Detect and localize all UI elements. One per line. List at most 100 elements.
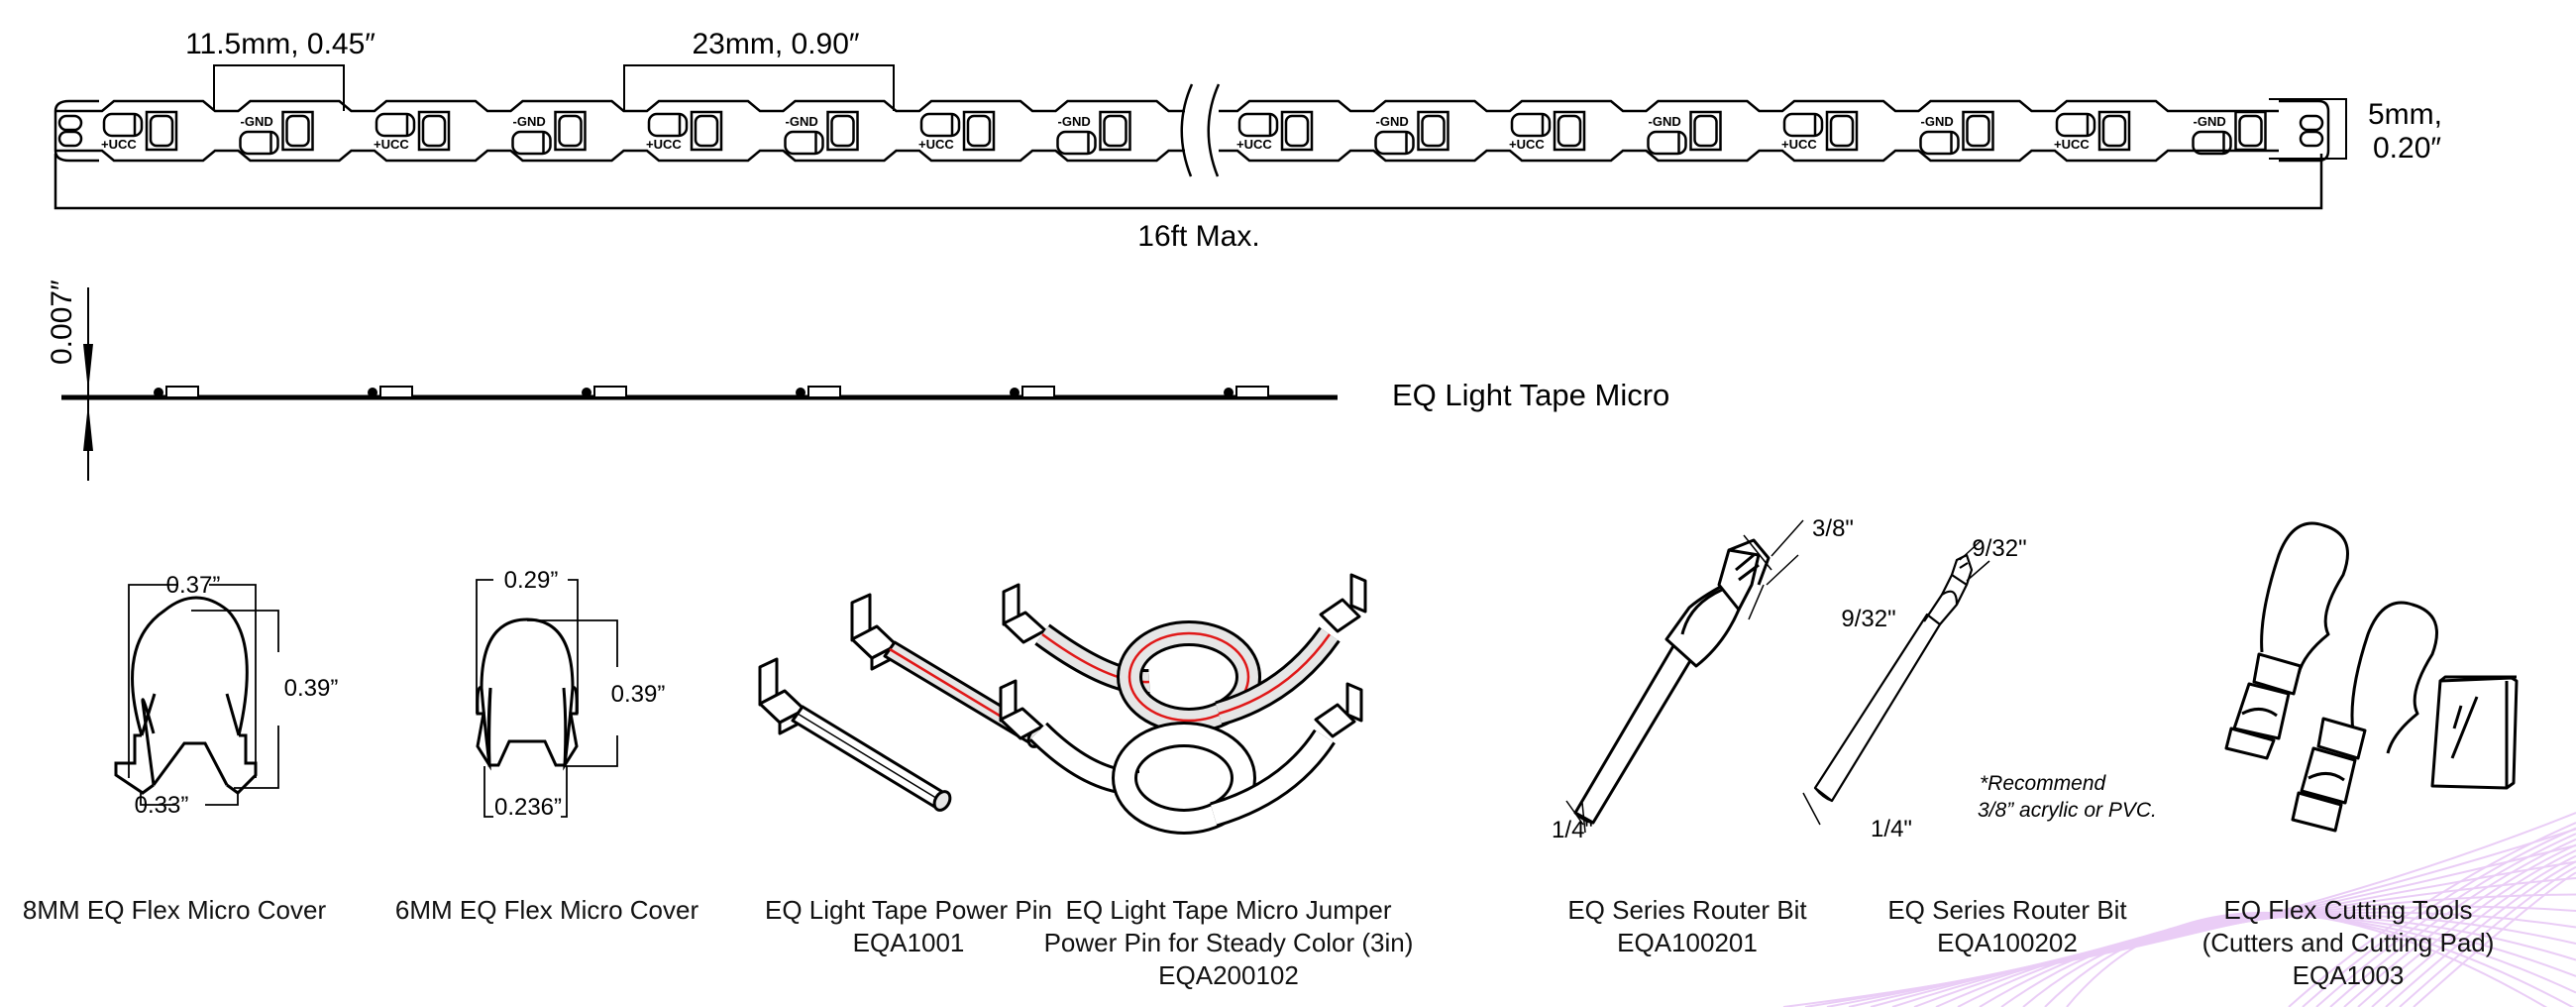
side-chip-led [1235, 386, 1269, 398]
width-label-line1: 5mm, [2368, 98, 2442, 131]
caption-power-pin: EQ Light Tape Power Pin EQA1001 [765, 894, 1052, 959]
led-chip-positive: +UCC [101, 110, 178, 152]
width-label-line2: 0.20″ [2373, 132, 2441, 165]
led-chip-ground: -GND [784, 110, 859, 156]
led-chip-positive: +UCC [2054, 110, 2131, 152]
led-chip-ground: -GND [1056, 110, 1131, 156]
capacitor [1056, 130, 1097, 156]
side-chip [1010, 386, 1055, 398]
led-package [826, 110, 859, 152]
swoosh-line [2022, 914, 2576, 1007]
width-dimension [2269, 98, 2347, 160]
max-length-label: 16ft Max. [1137, 220, 1259, 253]
cover-6mm-bottom-width: 0.236” [494, 794, 562, 821]
strip-break-mark [1180, 83, 1221, 177]
led-package [1280, 110, 1314, 152]
led-lens [1103, 114, 1127, 148]
led-chip-positive: +UCC [374, 110, 451, 152]
swoosh-line [2413, 871, 2576, 1007]
positive-pad-label: +UCC [1781, 137, 1817, 152]
caption-jumper: EQ Light Tape Micro Jumper Power Pin for… [1044, 894, 1414, 992]
thickness-label: 0.007″ [46, 280, 78, 365]
capacitor [1510, 112, 1552, 138]
ground-pad-label: -GND [1058, 114, 1091, 129]
led-chip-ground: -GND [239, 110, 314, 156]
router-bit-1-head-width: 3/8" [1812, 515, 1854, 542]
side-chip-led [165, 386, 199, 398]
swoosh-line [2044, 913, 2575, 1007]
led-package [2234, 110, 2267, 152]
capacitor [239, 130, 279, 156]
strip-edge [55, 99, 1185, 113]
led-chip-ground: -GND [1374, 110, 1449, 156]
side-chip-capacitor [582, 388, 591, 397]
router-bit-1-drawing [1573, 538, 1771, 825]
cutting-tools-drawing [2224, 521, 2519, 833]
led-lens [421, 114, 447, 148]
cover-8mm-top-width: 0.37” [166, 572, 221, 599]
swoosh-line [1979, 915, 2576, 1007]
side-chip-led [807, 386, 841, 398]
strip-end-right [2279, 99, 2330, 163]
strip-end-pad-left [57, 114, 83, 148]
led-package [962, 110, 996, 152]
led-package [554, 110, 587, 152]
swoosh-line [2315, 833, 2576, 1007]
router-bit-1-cut-depth: 9/32" [1841, 606, 1895, 632]
caption-line: EQ Series Router Bit [1887, 895, 2127, 925]
swoosh-line [2343, 843, 2576, 1007]
caption-6mm-cover: 6MM EQ Flex Micro Cover [395, 894, 698, 927]
led-package [145, 110, 178, 152]
capacitor [2055, 112, 2096, 138]
capacitor [1919, 130, 1960, 156]
led-lens [2101, 114, 2127, 148]
capacitor [1647, 130, 1687, 156]
led-package [690, 110, 723, 152]
led-lens [694, 114, 719, 148]
led-chip-ground: -GND [1647, 110, 1722, 156]
cover-8mm-height: 0.39” [284, 675, 339, 702]
swoosh-line [2371, 854, 2576, 1007]
pitch-label: 11.5mm, 0.45″ [185, 28, 376, 60]
product-name-label: EQ Light Tape Micro [1392, 378, 1669, 412]
caption-cutting-tools: EQ Flex Cutting Tools (Cutters and Cutti… [2202, 894, 2495, 992]
caption-part-number: EQA100201 [1617, 928, 1758, 957]
led-chip-positive: +UCC [1236, 110, 1314, 152]
side-chip [582, 386, 627, 398]
pitch-dimension [213, 64, 345, 111]
positive-pad-label: +UCC [101, 137, 137, 152]
caption-router-bit-2: EQ Series Router Bit EQA100202 [1887, 894, 2126, 959]
side-chip-capacitor [1224, 388, 1234, 397]
caption-8mm-cover: 8MM EQ Flex Micro Cover [23, 894, 326, 927]
led-package [1962, 110, 1994, 152]
cover-6mm-dimensions [476, 579, 618, 818]
capacitor [1782, 112, 1824, 138]
led-package [1825, 110, 1859, 152]
led-chip-ground: -GND [1919, 110, 1994, 156]
side-chip-capacitor [1010, 388, 1020, 397]
strip-edge [1219, 99, 2279, 113]
caption-line: (Cutters and Cutting Pad) [2201, 928, 2495, 957]
led-package [1417, 110, 1449, 152]
ground-pad-label: -GND [1376, 114, 1409, 129]
caption-part-number: EQA100202 [1937, 928, 2078, 957]
positive-pad-label: +UCC [918, 137, 954, 152]
led-lens [1556, 114, 1582, 148]
ground-pad-label: -GND [1649, 114, 1681, 129]
router-bit-2-cut-depth: 9/32" [1972, 535, 2026, 562]
capacitor [1374, 130, 1415, 156]
led-chip-positive: +UCC [918, 110, 996, 152]
led-lens [2238, 114, 2263, 148]
caption-part-number: EQA1001 [852, 928, 965, 957]
caption-line: Power Pin for Steady Color (3in) [1043, 928, 1414, 957]
led-lens [966, 114, 992, 148]
capacitor [375, 112, 416, 138]
side-chip-capacitor [796, 388, 805, 397]
swoosh-line [2066, 911, 2548, 1007]
swoosh-line [2357, 849, 2576, 1007]
side-chip [154, 386, 199, 398]
side-chip [796, 386, 841, 398]
cover-8mm-bottom-width: 0.33” [135, 792, 189, 819]
strip-led-chips: +UCC -GND +UCC -GND +UCC -GND +UCC -GND +UCC -GND… [101, 110, 2267, 156]
positive-pad-label: +UCC [1236, 137, 1272, 152]
